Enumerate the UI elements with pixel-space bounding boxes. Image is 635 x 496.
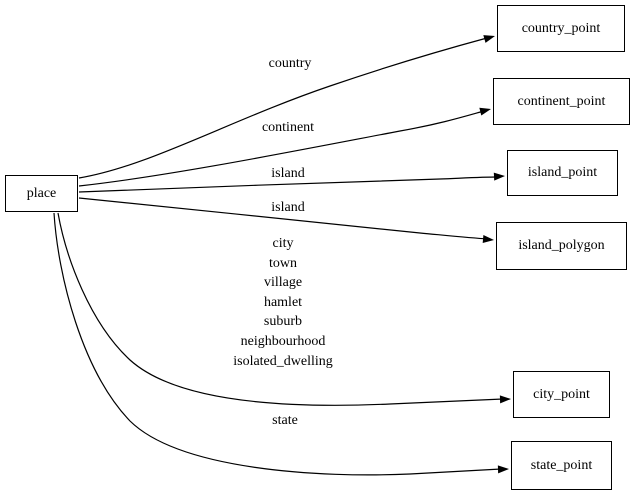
node-label: island_polygon — [518, 238, 605, 253]
arrowhead-icon — [493, 172, 505, 181]
node-state_point[interactable]: state_point — [511, 441, 612, 490]
edge-label-place-continent_point: continent — [261, 120, 315, 135]
node-island_point[interactable]: island_point — [507, 150, 618, 196]
edge-place-island_point — [78, 172, 505, 193]
node-label: island_point — [527, 165, 598, 180]
node-city_point[interactable]: city_point — [513, 371, 610, 418]
edge-label-place-country_point: country — [268, 56, 312, 71]
edge-label-place-island_polygon: island — [271, 200, 305, 215]
node-label: continent_point — [517, 93, 606, 109]
edge-line — [78, 110, 485, 187]
edge-label-place-city_point: city town village hamlet suburb neighbourhood… — [233, 234, 333, 371]
node-label: country_point — [521, 20, 601, 36]
edge-place-country_point — [78, 35, 495, 179]
node-island_polygon[interactable]: island_polygon — [496, 222, 627, 270]
arrowhead-icon — [497, 465, 509, 474]
edge-place-city_point — [57, 212, 511, 406]
edge-label-line: city — [272, 236, 294, 251]
node-label: place — [26, 185, 57, 201]
edge-place-island_polygon — [78, 197, 494, 244]
edge-label-line: isolated_dwelling — [233, 353, 333, 369]
edge-line — [57, 212, 504, 406]
arrowhead-icon — [482, 235, 494, 244]
arrowhead-icon — [483, 35, 495, 43]
node-continent_point[interactable]: continent_point — [493, 78, 630, 125]
arrowhead-icon — [479, 107, 491, 116]
edge-line — [78, 176, 498, 193]
edge-label-line: hamlet — [263, 294, 303, 310]
node-place[interactable]: place — [5, 175, 78, 212]
edge-place-continent_point — [78, 107, 491, 187]
edge-label-line: town — [268, 255, 297, 271]
edge-line — [53, 212, 502, 476]
edge-place-state_point — [53, 212, 509, 476]
node-label: state_point — [530, 457, 593, 473]
edge-label-place-island_point: island — [271, 166, 305, 181]
arrowhead-icon — [499, 395, 511, 404]
edge-line — [78, 37, 488, 179]
edge-label-line: suburb — [263, 314, 303, 330]
edge-label-place-state_point: state — [272, 413, 298, 428]
edge-line — [78, 197, 488, 240]
node-country_point[interactable]: country_point — [497, 5, 625, 52]
edge-label-line: neighbourhood — [240, 333, 326, 349]
node-label: city_point — [533, 386, 590, 402]
edge-label-line: village — [263, 275, 303, 291]
